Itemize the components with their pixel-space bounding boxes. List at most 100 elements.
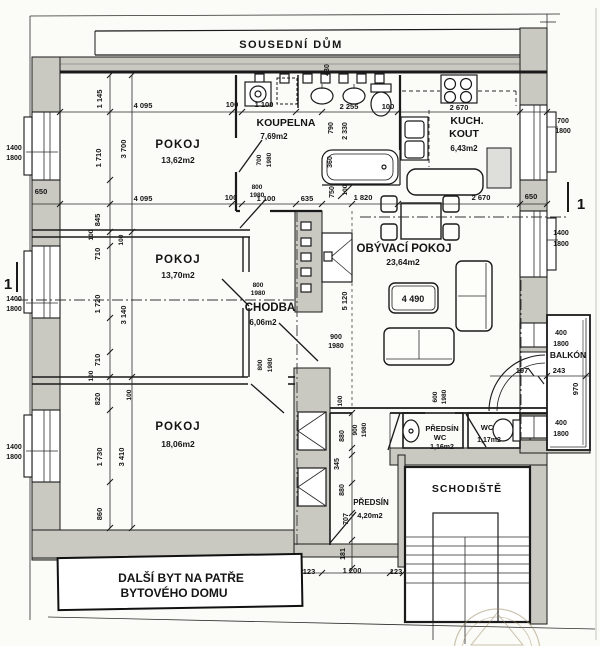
dim-top-1100: 1 100 (255, 100, 274, 109)
dim-123a: 123 (303, 567, 316, 576)
stove-icon (440, 74, 478, 104)
dim-197: 197 (516, 366, 529, 375)
door-leaves (221, 139, 487, 544)
room-predsinwc-area: 1,16m2 (430, 444, 454, 451)
balcony (546, 314, 591, 451)
dim-top-100b: 100 (382, 102, 395, 111)
win-r3-b: 1800 (553, 341, 569, 348)
section-mark-left: 1 (4, 276, 12, 293)
dim-820: 820 (93, 393, 102, 406)
section-mark-right: 1 (577, 196, 585, 213)
shaft-lower (297, 411, 327, 507)
sofa-right (455, 260, 493, 332)
door-800b-w: 800 (253, 282, 264, 289)
win-r2-b: 1800 (553, 241, 569, 248)
dim-3700: 3 700 (119, 140, 128, 159)
win-r3-a: 400 (555, 330, 567, 337)
dim-1720: 1 720 (93, 295, 102, 314)
window-left-1 (23, 111, 61, 181)
dim-750: 750 (329, 186, 336, 198)
window-right-kitchen (519, 104, 558, 181)
neighbor-house-label: SOUSEDNÍ DŮM (239, 37, 343, 51)
win-l3-b: 1800 (6, 454, 22, 461)
door-800c-h: 1980 (267, 357, 274, 372)
room-koupelna-area: 7,69m2 (260, 132, 288, 141)
dim-430: 430 (324, 64, 331, 76)
staircase (403, 465, 532, 644)
toilet-icon-bathroom (370, 83, 392, 117)
dim-mid-635: 635 (301, 194, 314, 203)
win-r4-a: 400 (555, 420, 567, 427)
door-900a-w: 900 (330, 334, 342, 341)
room-balkon-name: BALKÓN (550, 349, 586, 360)
door-koupelna-w: 700 (256, 154, 263, 165)
room-pokoj3-area: 18,06m2 (161, 439, 195, 449)
sofa-bottom (383, 327, 455, 366)
door-800b-h: 1980 (251, 290, 266, 297)
toilet-icon-wc (492, 418, 521, 442)
win-r1-b: 1800 (555, 128, 571, 135)
dim-4490: 4 490 (402, 294, 425, 304)
dim-1730: 1 730 (95, 448, 104, 467)
room-chodba-area: 6,06m2 (249, 318, 277, 327)
room-pokoj3-name: POKOJ (155, 421, 200, 433)
dim-880a: 880 (339, 430, 346, 442)
win-l3-a: 1400 (6, 444, 22, 451)
dim-100-m: 100 (337, 395, 344, 406)
dim-710a: 710 (93, 248, 102, 261)
room-obyvaci-area: 23,64m2 (386, 257, 420, 267)
dim-mid-650: 650 (525, 192, 538, 201)
dim-mid-2670: 2 670 (472, 193, 491, 202)
window-left-3 (23, 409, 61, 483)
dining-set (380, 195, 460, 241)
shelf-squares (254, 73, 385, 84)
win-l1-a: 1400 (6, 145, 22, 152)
dim-243: 243 (553, 366, 566, 375)
dim-860: 860 (95, 508, 104, 521)
dim-2330: 2 330 (342, 122, 349, 140)
room-obyvaci-name: OBÝVACÍ POKOJ (357, 242, 452, 255)
dim-1145: 1 145 (95, 90, 104, 109)
boiler-icon (276, 77, 298, 105)
room-schodiste-name: SCHODIŠTĚ (432, 482, 502, 495)
door-600-h: 1980 (441, 389, 448, 404)
dim-1710: 1 710 (94, 149, 103, 168)
dim-707: 707 (343, 513, 350, 525)
room-pokoj1-area: 13,62m2 (161, 155, 195, 165)
dim-360: 360 (327, 156, 334, 168)
window-left-2 (23, 245, 61, 319)
room-chodba-name: CHODBA (245, 302, 295, 314)
room-kuch-area: 6,43m2 (450, 144, 478, 153)
dim-mid-4095: 4 095 (134, 194, 153, 203)
bottom-note-1: DALŠÍ BYT NA PATŘE (118, 570, 244, 585)
balcony-door-opening (519, 351, 548, 415)
dim-mid-1100: 1 100 (257, 194, 276, 203)
door-900a-h: 1980 (328, 343, 344, 350)
door-900b-h: 1980 (361, 422, 368, 437)
door-600-w: 600 (432, 391, 439, 402)
dim-100-l3: 100 (88, 370, 95, 381)
dim-790: 790 (328, 122, 335, 134)
door-koupelna-h: 1980 (266, 152, 273, 167)
win-r4-b: 1800 (553, 431, 569, 438)
washing-machine-icon (244, 81, 272, 107)
dim-100-l4: 100 (126, 389, 133, 400)
room-kuch-name1: KUCH. (450, 115, 483, 127)
coffee-table (388, 282, 439, 314)
window-right-sidelight (519, 322, 558, 348)
room-predsinwc-name1: PŘEDSÍN (425, 424, 458, 433)
kitchen-counter (402, 90, 517, 196)
win-r2-a: 1400 (553, 230, 569, 237)
dim-100-l2: 100 (118, 234, 125, 245)
door-800c-w: 800 (257, 359, 264, 370)
dim-1200: 1 200 (343, 566, 362, 575)
room-wc-area: 1,17m2 (477, 437, 501, 444)
room-pokoj2-name: POKOJ (155, 254, 200, 266)
bottom-note-box (56, 552, 304, 612)
dim-mid-100r: 100 (342, 184, 349, 195)
balcony-door-arc (488, 354, 546, 412)
room-predsinwc-name2: WC (434, 433, 447, 442)
room-koupelna-name: KOUPELNA (257, 117, 316, 129)
room-predsin-name: PŘEDSÍN (353, 498, 389, 507)
